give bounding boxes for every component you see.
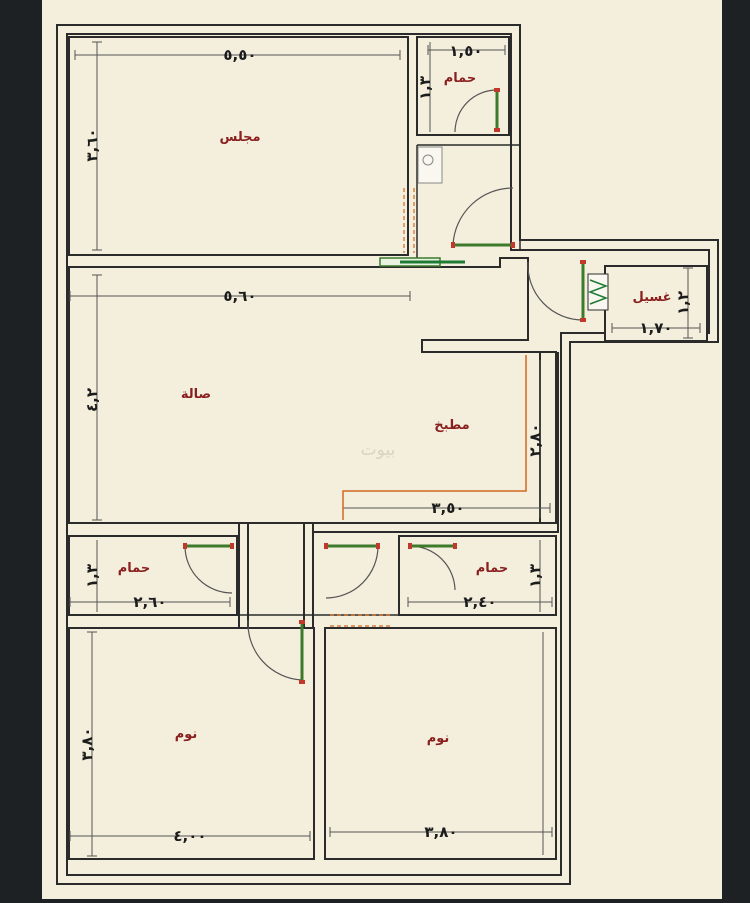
- corridor-divider-right: [303, 522, 314, 629]
- dimension-lines: [69, 41, 701, 857]
- bath-right-width: ٢,٤٠: [463, 593, 496, 611]
- dashed-openings: [330, 188, 415, 627]
- water-heater-icon: [587, 273, 609, 311]
- sliding-door-icon: [379, 257, 465, 267]
- laundry-depth: ١,٢: [674, 291, 692, 315]
- kitchen-depth: ٢,٨٠: [526, 423, 544, 456]
- door-swings: [184, 89, 584, 681]
- majlis-wall: [68, 36, 409, 256]
- sink-icon: [417, 146, 443, 184]
- watermark-text: بيوت: [361, 440, 396, 460]
- bedroom-right-label: نوم: [427, 731, 450, 746]
- kitchen-label: مطبخ: [434, 418, 469, 433]
- majlis-label: مجلس: [219, 130, 260, 145]
- bedroom-left-wall: [68, 627, 315, 860]
- door-swing-icon: [325, 545, 379, 599]
- hall-width: ٥,٦٠: [223, 287, 256, 305]
- bath-right-label: حمام: [476, 561, 509, 576]
- door-swing-icon: [184, 545, 233, 594]
- door-swing-icon: [527, 261, 584, 321]
- top-bath-wall: [416, 36, 510, 136]
- bedroom-right-width: ٣,٨٠: [424, 823, 457, 841]
- majlis-width: ٥,٥٠: [223, 46, 256, 64]
- majlis-depth: ٣,٦٠: [83, 128, 101, 161]
- bedroom-left-label: نوم: [175, 727, 198, 742]
- bedroom-right-wall: [324, 627, 557, 860]
- bath-left-label: حمام: [118, 561, 151, 576]
- hall-label: صالة: [181, 387, 211, 402]
- hall-depth: ٤,٢: [83, 388, 101, 412]
- bedroom-left-width: ٤,٠٠: [173, 827, 206, 845]
- top-bath-depth: ١,٣: [416, 76, 434, 100]
- top-bath-label: حمام: [444, 71, 477, 86]
- corridor-lines: [239, 144, 521, 616]
- door-swing-icon: [452, 187, 514, 246]
- bath-right-depth: ١,٣: [526, 564, 544, 588]
- top-bath-width: ١,٥٠: [449, 42, 482, 60]
- door-swing-icon: [247, 619, 303, 681]
- door-swing-icon: [454, 89, 498, 133]
- hall-wall: [68, 257, 541, 524]
- door-hinges: [183, 88, 586, 684]
- bath-left-depth: ١,٣: [83, 564, 101, 588]
- door-leaves: [185, 90, 585, 682]
- bath-left-width: ٢,٦٠: [133, 593, 166, 611]
- corridor-divider-left: [238, 522, 249, 629]
- laundry-width: ١,٧٠: [639, 319, 672, 337]
- walls: [56, 24, 719, 885]
- kitchen-width: ٣,٥٠: [431, 499, 464, 517]
- laundry-label: غسيل: [632, 290, 671, 305]
- kitchen-counter-outline: [342, 355, 527, 520]
- bedroom-left-depth: ٣,٨٠: [78, 727, 96, 760]
